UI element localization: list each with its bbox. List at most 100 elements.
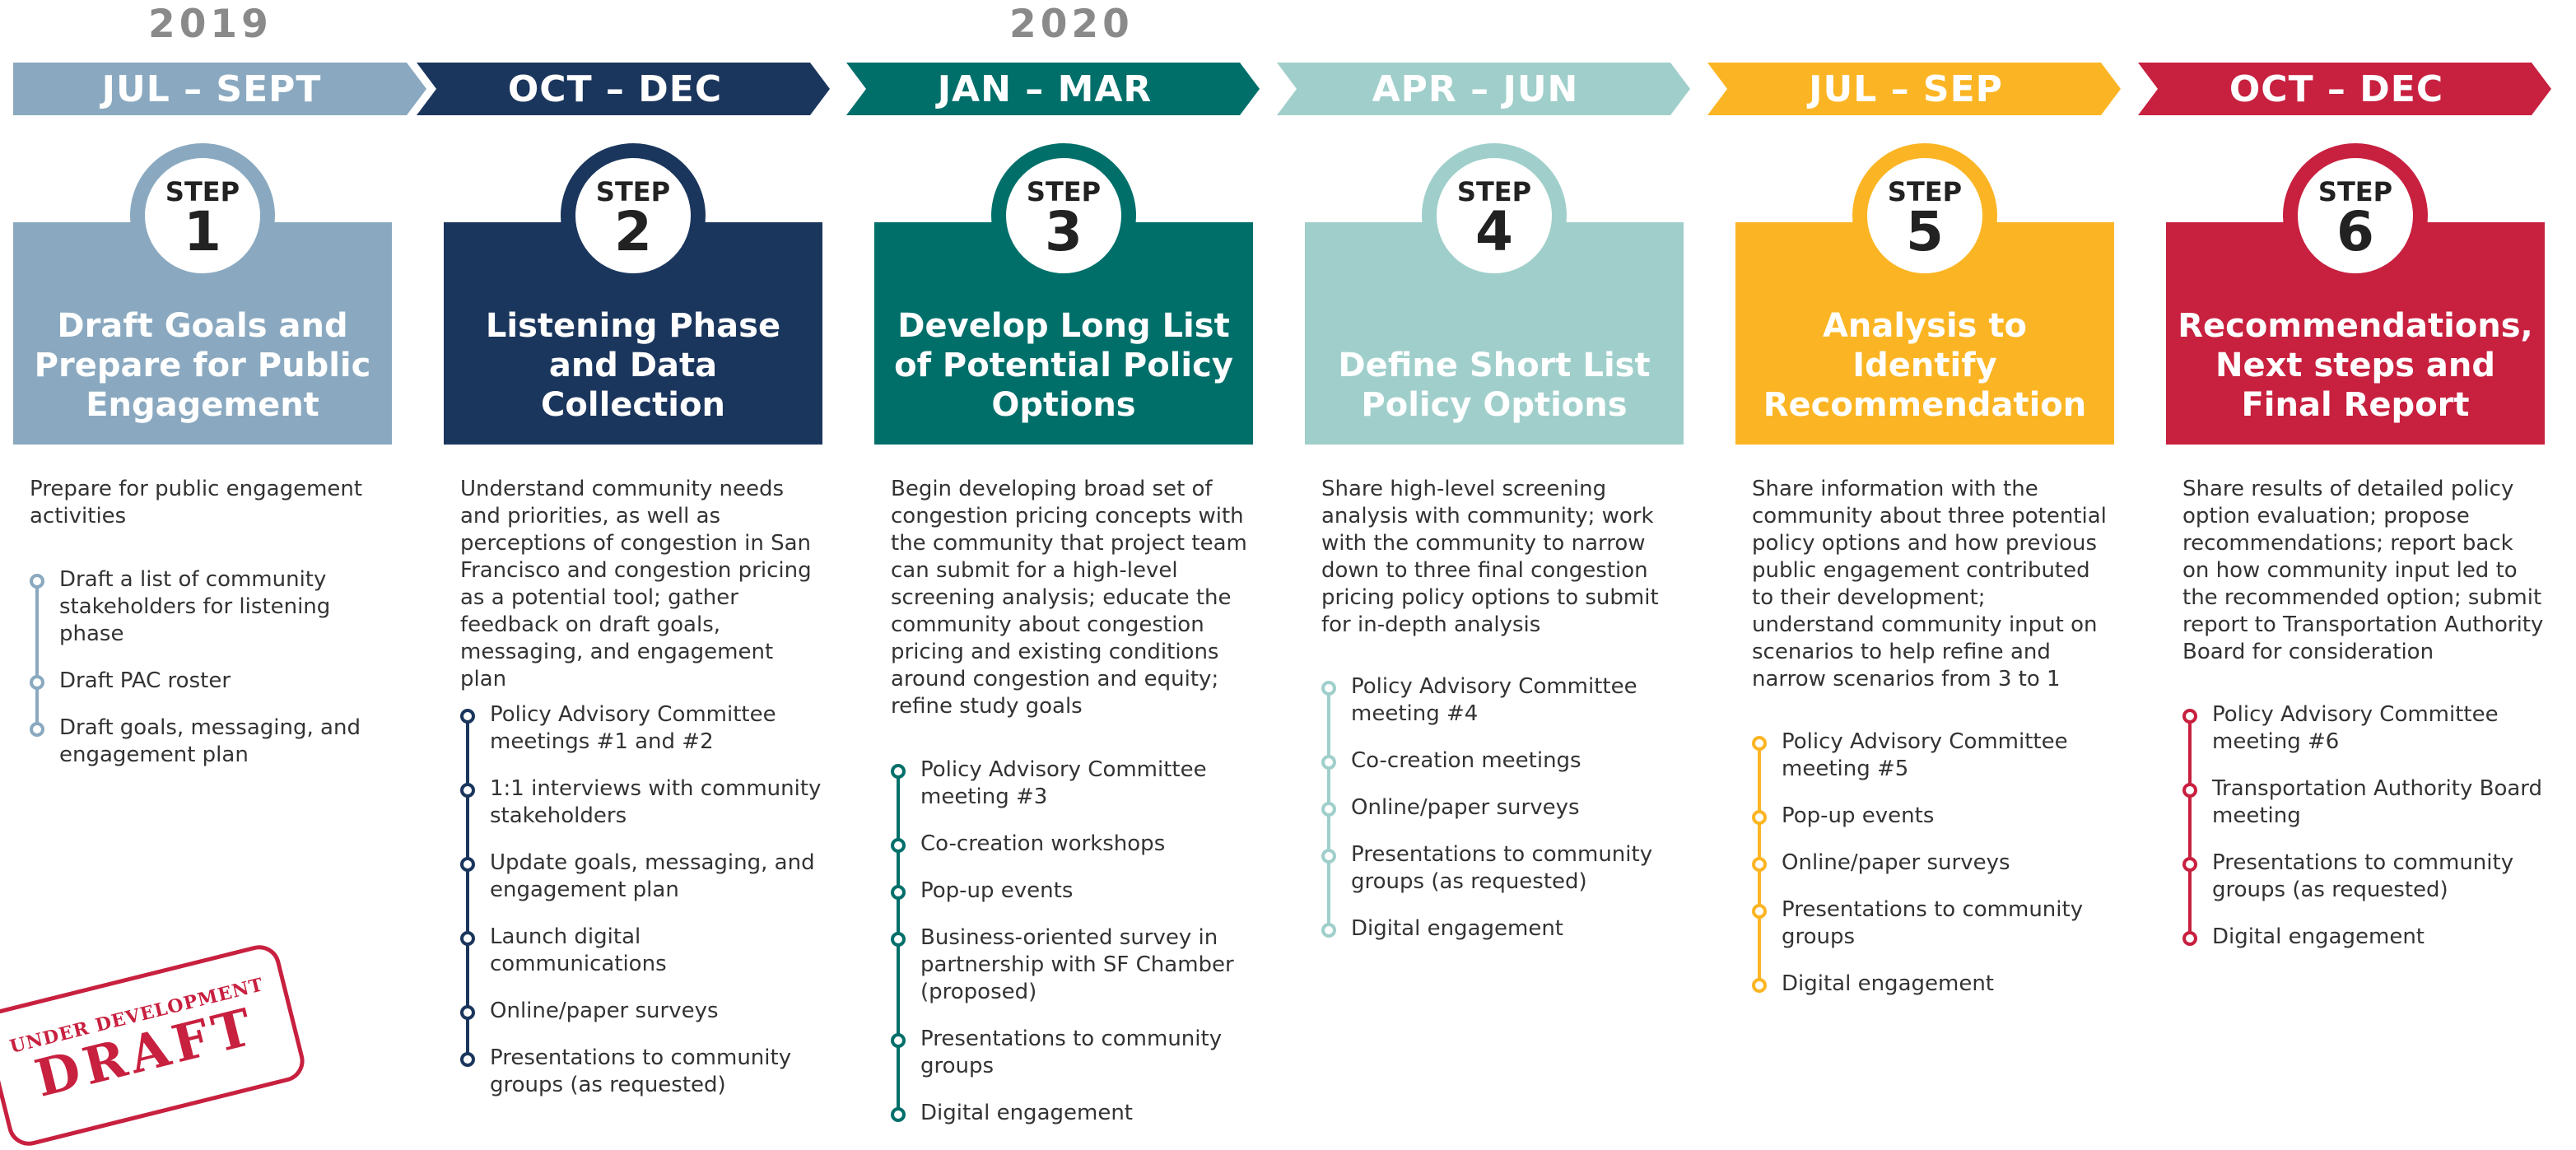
step-label: STEP	[1456, 176, 1532, 207]
step-title: Recommendations, Next steps and Final Re…	[2178, 307, 2533, 424]
activity-text: Draft PAC roster	[59, 668, 231, 693]
activity-text: Digital engagement	[1351, 916, 1563, 941]
activity-item: Policy Advisory Committee meeting #5	[1752, 729, 2114, 783]
period-label: APR – JUN	[1372, 68, 1579, 110]
draft-stamp: UNDER DEVELOPMENT DRAFT	[0, 940, 310, 1150]
step-label: STEP	[1887, 176, 1963, 207]
activity-item: Policy Advisory Committee meetings #1 an…	[460, 701, 822, 756]
activity-text: Policy Advisory Committee meeting #4	[1351, 674, 1637, 726]
connector-line	[2188, 716, 2192, 938]
step-5-activities: Policy Advisory Committee meeting #5 Pop-…	[1752, 729, 2114, 1017]
activity-item: Launch digital communications	[460, 924, 822, 978]
step-2-title-box: Listening Phase and Data Collection	[444, 222, 822, 445]
activity-text: Co-creation workshops	[920, 831, 1166, 856]
activity-text: 1:1 interviews with community stakeholde…	[490, 776, 822, 828]
step-2-activities: Policy Advisory Committee meetings #1 an…	[460, 701, 822, 1119]
activity-text: Online/paper surveys	[1351, 795, 1580, 820]
bullet-dot-icon	[891, 1107, 906, 1122]
activity-text: Draft goals, messaging, and engagement p…	[59, 715, 361, 767]
step-number: 4	[1475, 200, 1513, 263]
bullet-dot-icon	[460, 1052, 475, 1067]
bullet-dot-icon	[891, 885, 906, 900]
activity-text: Transportation Authority Board meeting	[2212, 776, 2543, 828]
activity-text: Presentations to community groups (as re…	[1351, 842, 1653, 894]
bullet-dot-icon	[891, 1033, 906, 1048]
step-3-description: Begin developing broad set of congestion…	[891, 477, 1247, 719]
activity-item: Draft goals, messaging, and engagement p…	[30, 715, 392, 769]
step-title: Listening Phase and Data Collection	[485, 307, 781, 424]
bullet-dot-icon	[891, 764, 906, 779]
activity-item: Digital engagement	[891, 1100, 1253, 1127]
bullet-dot-icon	[460, 1005, 475, 1020]
bullet-dot-icon	[1752, 904, 1767, 919]
bullet-dot-icon	[1752, 810, 1767, 825]
activity-text: Presentations to community groups (as re…	[2212, 850, 2514, 902]
activity-text: Pop-up events	[1782, 803, 1935, 828]
step-label: STEP	[165, 176, 240, 207]
activity-item: Online/paper surveys	[1321, 794, 1684, 822]
activity-item: 1:1 interviews with community stakeholde…	[460, 775, 822, 830]
activity-item: Co-creation workshops	[891, 831, 1253, 858]
step-number: 2	[614, 200, 652, 263]
step-title: Draft Goals and Prepare for Public Engag…	[34, 307, 371, 424]
step-6-description: Share results of detailed policy option …	[2182, 477, 2544, 664]
bullet-dot-icon	[460, 709, 475, 724]
activity-item: Online/paper surveys	[460, 998, 822, 1025]
period-label: JUL – SEP	[1809, 68, 2003, 110]
bullet-dot-icon	[1321, 802, 1336, 817]
step-title: Analysis to Identify Recommendation	[1763, 307, 2087, 424]
activity-item: Policy Advisory Committee meeting #6	[2182, 701, 2545, 756]
bullet-dot-icon	[1321, 755, 1336, 770]
bullet-dot-icon	[1321, 849, 1336, 864]
period-arrow-4: APR – JUN	[1277, 63, 1690, 115]
activity-text: Presentations to community groups	[920, 1027, 1223, 1078]
activity-item: Presentations to community groups (as re…	[1321, 841, 1684, 896]
activity-item: Draft a list of community stakeholders f…	[30, 566, 392, 648]
step-1-title-box: Draft Goals and Prepare for Public Engag…	[13, 222, 392, 445]
year-2020: 2020	[1009, 2, 1134, 47]
activity-item: Business-oriented survey in partnership …	[891, 924, 1253, 1006]
step-6-activities: Policy Advisory Committee meeting #6 Tran…	[2182, 701, 2545, 971]
activity-item: Digital engagement	[1321, 915, 1684, 943]
connector-line	[35, 581, 39, 729]
step-label: STEP	[595, 176, 671, 207]
activity-text: Online/paper surveys	[490, 999, 719, 1023]
activity-text: Policy Advisory Committee meeting #5	[1782, 729, 2068, 781]
activity-item: Presentations to community groups	[1752, 896, 2114, 951]
period-label: JAN – MAR	[937, 68, 1153, 110]
bullet-dot-icon	[1321, 923, 1336, 938]
activity-item: Digital engagement	[2182, 924, 2545, 951]
period-label: OCT – DEC	[507, 68, 723, 110]
period-arrow-1: JUL – SEPT	[13, 63, 426, 115]
activity-item: Co-creation meetings	[1321, 747, 1684, 775]
activity-text: Presentations to community groups	[1782, 897, 2084, 949]
activity-item: Policy Advisory Committee meeting #4	[1321, 673, 1684, 728]
activity-text: Policy Advisory Committee meetings #1 an…	[490, 702, 776, 754]
step-4-activities: Policy Advisory Committee meeting #4 Co-c…	[1321, 673, 1684, 962]
period-arrow-5: JUL – SEP	[1707, 63, 2121, 115]
step-5-description: Share information with the community abo…	[1752, 477, 2107, 691]
bullet-dot-icon	[2182, 709, 2197, 724]
step-number: 5	[1906, 200, 1944, 263]
activity-item: Online/paper surveys	[1752, 850, 2114, 877]
activity-item: Draft PAC roster	[30, 668, 392, 695]
activity-text: Online/paper surveys	[1782, 850, 2010, 875]
connector-line	[466, 716, 469, 1059]
step-number: 6	[2336, 200, 2374, 263]
bullet-dot-icon	[1752, 978, 1767, 993]
step-1-description: Prepare for public engagement activities	[30, 477, 363, 528]
period-arrow-2: OCT – DEC	[417, 63, 830, 115]
period-arrow-6: OCT – DEC	[2138, 63, 2551, 115]
activity-text: Digital engagement	[920, 1101, 1133, 1125]
bullet-dot-icon	[891, 838, 906, 853]
activity-text: Policy Advisory Committee meeting #3	[920, 757, 1207, 809]
bullet-dot-icon	[891, 932, 906, 947]
period-arrow-3: JAN – MAR	[846, 63, 1260, 115]
bullet-dot-icon	[1752, 736, 1767, 751]
activity-item: Pop-up events	[891, 878, 1253, 905]
step-label: STEP	[2317, 176, 2393, 207]
activity-item: Presentations to community groups (as re…	[2182, 850, 2545, 904]
